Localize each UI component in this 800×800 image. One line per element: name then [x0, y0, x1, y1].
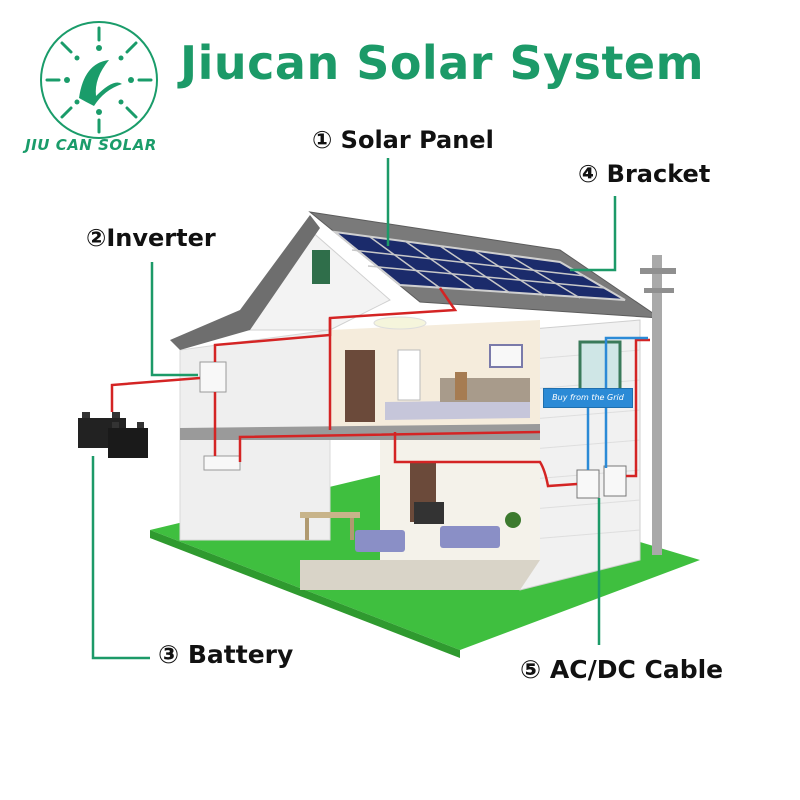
- inverter: [199, 361, 227, 393]
- label-battery: ③ Battery: [158, 640, 294, 669]
- buy-from-grid-sign: Buy from the Grid: [543, 388, 633, 408]
- roof-left: [170, 215, 320, 350]
- controller: [203, 455, 241, 471]
- label-solar-panel: ① Solar Panel: [312, 126, 494, 154]
- meter-box: [576, 469, 600, 499]
- logo-caption: JIU CAN SOLAR: [25, 136, 157, 154]
- bracket-pole: [640, 255, 676, 555]
- label-bracket: ④ Bracket: [578, 160, 711, 188]
- battery-pack: [78, 412, 148, 458]
- solar-panel-array: [331, 230, 626, 301]
- label-inverter: ②Inverter: [86, 224, 216, 252]
- jiucan-solar-logo: [40, 21, 158, 139]
- page-title: Jiucan Solar System: [180, 36, 705, 90]
- label-ac-dc-cable: ⑤ AC/DC Cable: [520, 655, 724, 684]
